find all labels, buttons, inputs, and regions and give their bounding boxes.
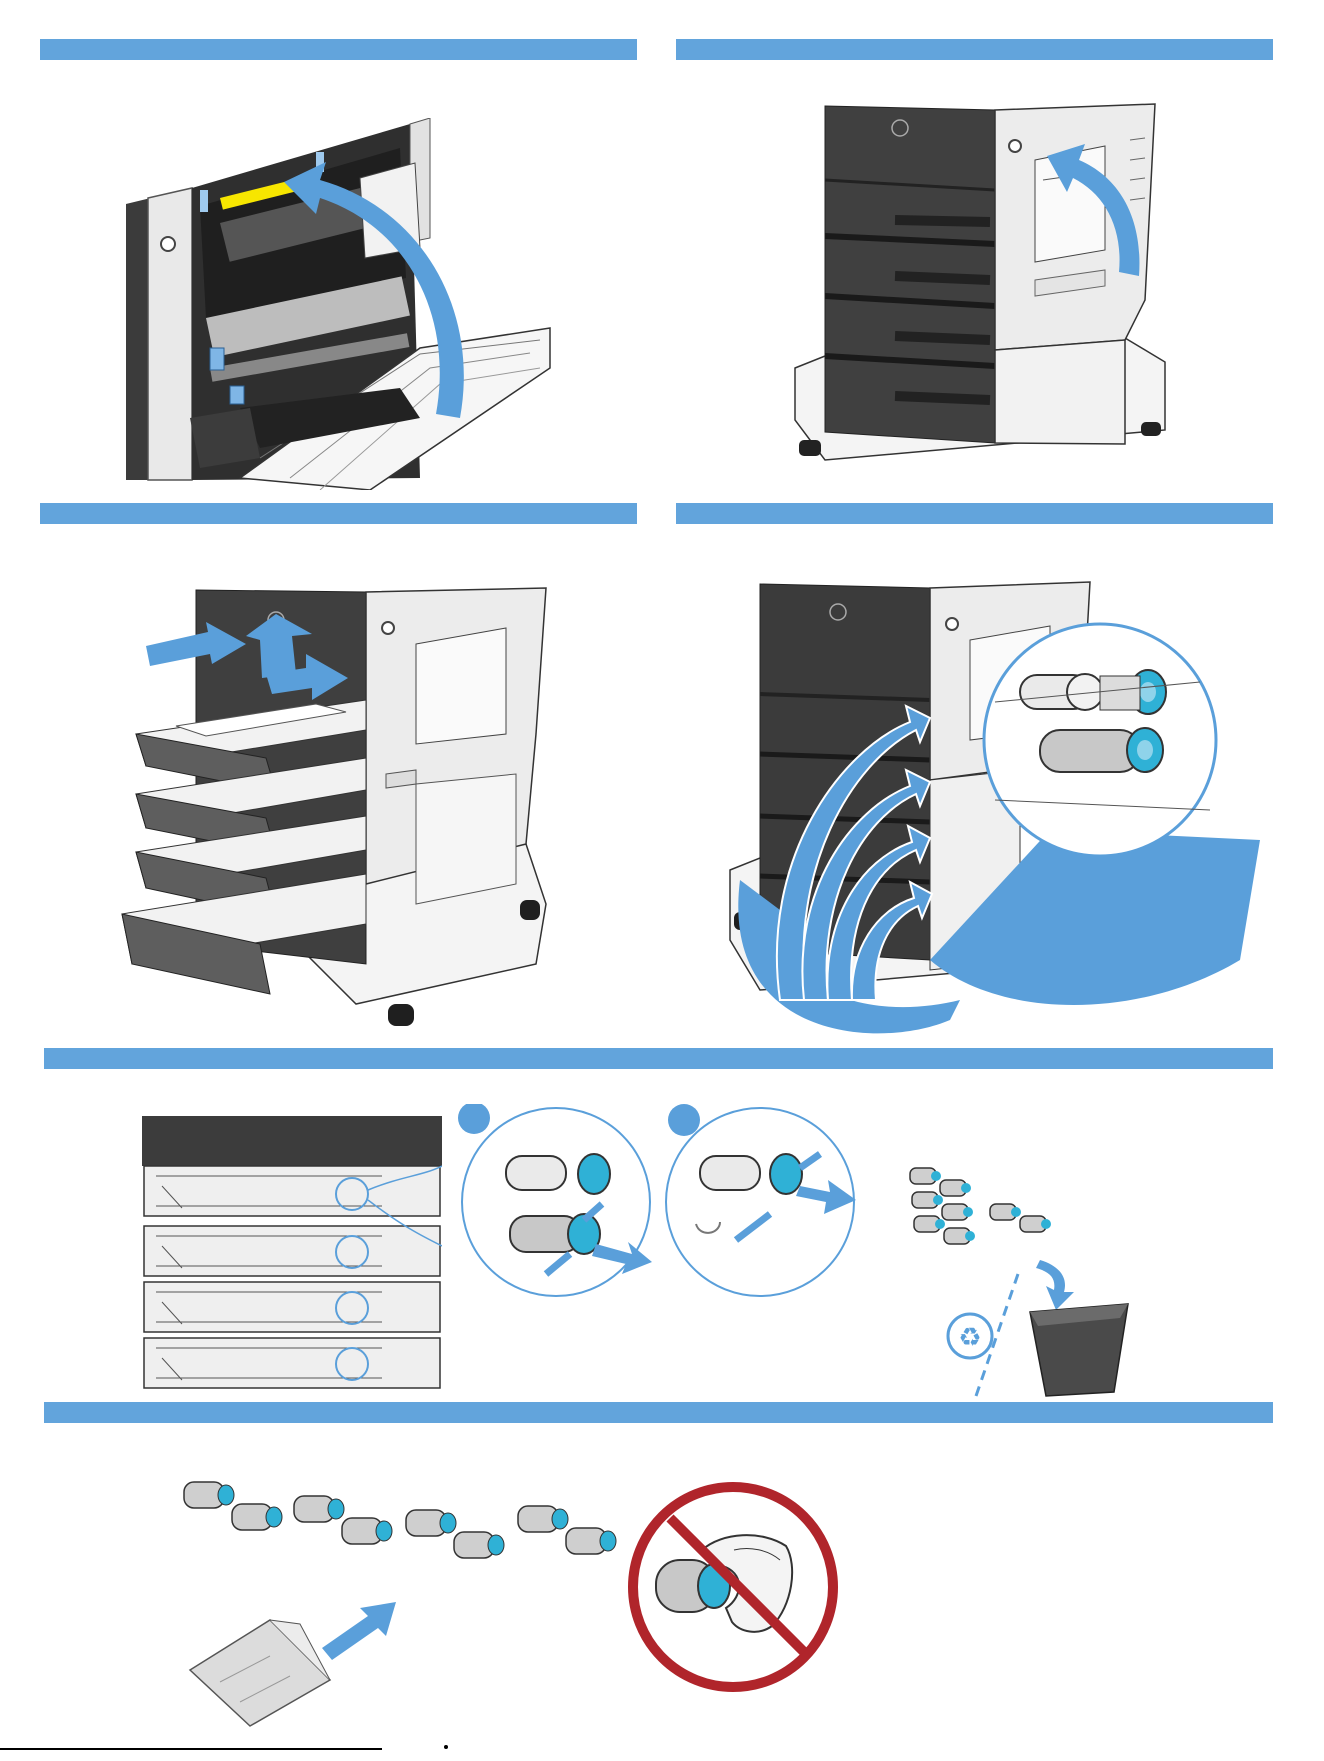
install-arrow-icon <box>322 1602 396 1660</box>
power-button-icon <box>161 237 175 251</box>
trash-bin-icon <box>1030 1304 1128 1396</box>
callout-2 <box>668 1104 700 1136</box>
step-1-header-bar <box>40 39 637 60</box>
left-lever-icon <box>210 348 224 370</box>
step-4-header-bar <box>676 503 1273 524</box>
discard-arrow-icon <box>1036 1260 1074 1310</box>
svg-text:♻: ♻ <box>958 1323 981 1353</box>
step-6-new-rollers-illustration <box>180 1470 640 1730</box>
footer-rule <box>0 1748 382 1750</box>
step-5-header-bar <box>44 1048 1273 1069</box>
callout-1 <box>458 1104 490 1134</box>
step-6-do-not-touch <box>622 1476 844 1698</box>
footer-mark <box>444 1745 448 1749</box>
step-5-zoom-remove-pickup-roller <box>660 1104 860 1304</box>
step-5-tray-illustration <box>142 1116 442 1396</box>
step-2-illustration <box>785 100 1185 474</box>
step-6-header-bar <box>44 1402 1273 1423</box>
step-3-header-bar <box>40 503 637 524</box>
right-lever-icon <box>230 386 244 404</box>
step-1-illustration <box>120 118 610 490</box>
step-3-illustration <box>116 584 556 1044</box>
step-2-header-bar <box>676 39 1273 60</box>
step-5-recycle-illustration: ♻ <box>900 1160 1140 1400</box>
step-4-illustration <box>720 580 1280 1050</box>
roller-package-icon <box>190 1620 330 1726</box>
feed-roller-icon <box>1040 728 1163 772</box>
step-5-zoom-remove-feed-roller <box>456 1104 656 1304</box>
